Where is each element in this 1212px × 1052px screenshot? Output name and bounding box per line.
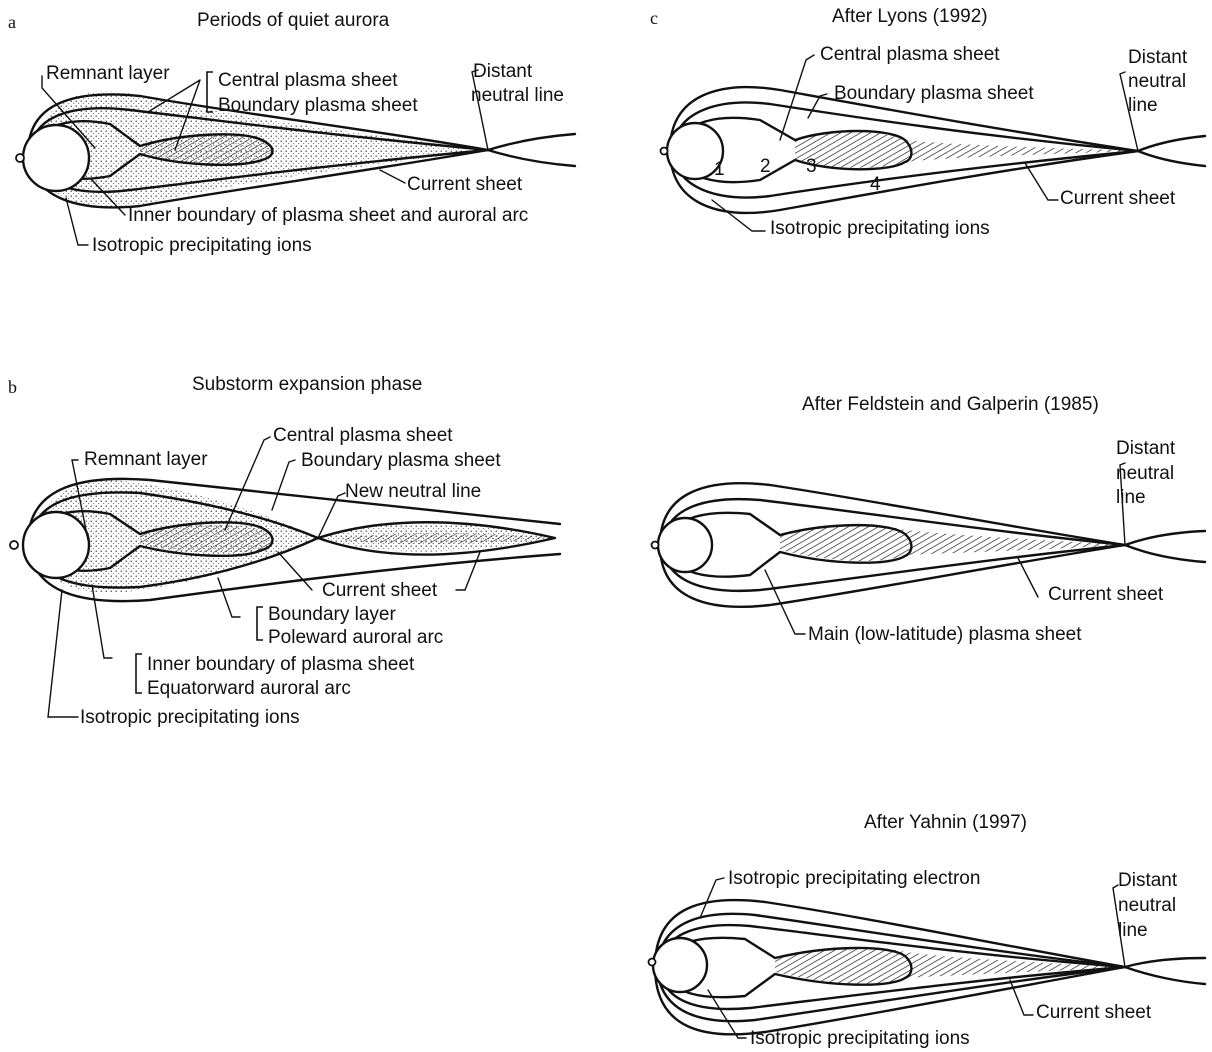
panel-a-title: Periods of quiet aurora [197, 10, 390, 31]
bracket-boundary-layer [257, 607, 263, 640]
panel-c-feldstein: After Feldstein and Galperin (1985) Dist… [652, 394, 1206, 645]
sun-marker-icon-lyons [661, 148, 668, 155]
lyons-current-sheet-label: Current sheet [1060, 188, 1176, 209]
leader-ions-lyons [712, 200, 765, 231]
label-isotropic-ions-a: Isotropic precipitating ions [92, 235, 312, 256]
label-central-plasma-sheet-a: Central plasma sheet [218, 70, 398, 91]
lyons-ions-label: Isotropic precipitating ions [770, 218, 990, 239]
yahnin-current-sheet-region [775, 947, 1125, 984]
label-remnant-layer-a: Remnant layer [46, 63, 170, 84]
yahnin-distant-2: neutral [1118, 895, 1176, 916]
label-central-plasma-sheet-b: Central plasma sheet [273, 425, 453, 446]
panel-c-lyons: c After Lyons (1992) Central plasma shee… [650, 6, 1205, 239]
sun-marker-icon-yahnin [649, 959, 656, 966]
label-isotropic-ions-b: Isotropic precipitating ions [80, 707, 300, 728]
label-current-sheet-b: Current sheet [322, 580, 438, 601]
lyons-current-sheet-region [795, 132, 1138, 168]
lyons-distant-1: Distant [1128, 47, 1188, 68]
label-boundary-layer: Boundary layer [268, 604, 396, 625]
lyons-n3: 3 [806, 156, 817, 177]
feldstein-current-sheet-label: Current sheet [1048, 584, 1164, 605]
lyons-bps-label: Boundary plasma sheet [834, 83, 1034, 104]
lyons-n4: 4 [870, 174, 881, 195]
label-inner-boundary-a: Inner boundary of plasma sheet and auror… [128, 205, 528, 226]
lyons-cps-label: Central plasma sheet [820, 44, 1000, 65]
panel-b-title: Substorm expansion phase [192, 374, 422, 395]
leader-current-sheet-a [380, 170, 405, 183]
leader-cs-lyons [1025, 163, 1058, 200]
feldstein-main-ps-label: Main (low-latitude) plasma sheet [808, 624, 1082, 645]
earth-icon [23, 125, 89, 191]
sun-direction-marker-icon [16, 154, 24, 162]
panel-b: b Substorm expansion phase Remnant layer… [8, 374, 560, 728]
leader-dnl-a [472, 70, 488, 150]
sun-direction-marker-icon-b [10, 541, 18, 549]
yahnin-electron-label: Isotropic precipitating electron [728, 868, 980, 889]
lyons-n2: 2 [760, 156, 771, 177]
yahnin-ions-label: Isotropic precipitating ions [750, 1028, 970, 1049]
lyons-n1: 1 [714, 159, 725, 180]
panel-a-letter: a [8, 12, 16, 32]
lyons-distant-2: neutral [1128, 71, 1186, 92]
leader-boundary-layer-b [218, 578, 240, 617]
earth-icon-b [23, 512, 89, 578]
feldstein-current-sheet-region [780, 525, 1125, 562]
feldstein-distant-2: neutral [1116, 463, 1174, 484]
yahnin-outer-bottom [655, 967, 1205, 1034]
lyons-distant-3: line [1128, 95, 1158, 116]
label-inner-boundary-b: Inner boundary of plasma sheet [147, 654, 415, 675]
label-boundary-plasma-sheet-b: Boundary plasma sheet [301, 450, 501, 471]
leader-cs-b2 [456, 552, 480, 590]
leader-bps-b [272, 460, 295, 510]
label-equatorward-arc: Equatorward auroral arc [147, 678, 351, 699]
yahnin-current-sheet-label: Current sheet [1036, 1002, 1152, 1023]
feldstein-distant-1: Distant [1116, 438, 1176, 459]
panel-c-yahnin: After Yahnin (1997) Isotropic precipitat… [649, 812, 1206, 1049]
label-poleward-arc: Poleward auroral arc [268, 627, 443, 648]
leader-cps-lyons [780, 55, 814, 140]
sun-marker-icon-feldstein [652, 542, 659, 549]
lyons-title: After Lyons (1992) [832, 6, 988, 27]
yahnin-distant-1: Distant [1118, 870, 1178, 891]
feldstein-title: After Feldstein and Galperin (1985) [802, 394, 1099, 415]
leader-ions-b [48, 590, 78, 717]
leader-cs-feldstein [1018, 558, 1038, 597]
yahnin-title: After Yahnin (1997) [864, 812, 1027, 833]
leader-inner-boundary-b [92, 585, 112, 658]
bracket-inner-boundary [136, 654, 142, 693]
panel-a: a Periods of quiet aurora Remnant layer … [8, 10, 575, 256]
yahnin-distant-3: line [1118, 920, 1148, 941]
label-boundary-plasma-sheet-a: Boundary plasma sheet [218, 95, 418, 116]
earth-icon-feldstein [658, 518, 712, 572]
feldstein-distant-3: line [1116, 487, 1146, 508]
label-distant-a-2: neutral line [471, 85, 564, 106]
label-distant-a-1: Distant [473, 61, 533, 82]
label-remnant-layer-b: Remnant layer [84, 449, 208, 470]
leader-cs-b1 [278, 552, 312, 590]
panel-b-letter: b [8, 377, 17, 397]
leader-electron-yahnin [700, 878, 724, 918]
label-current-sheet-a: Current sheet [407, 174, 523, 195]
label-new-neutral-line: New neutral line [345, 481, 481, 502]
panel-c-letter: c [650, 8, 658, 28]
earth-icon-yahnin [653, 938, 707, 992]
